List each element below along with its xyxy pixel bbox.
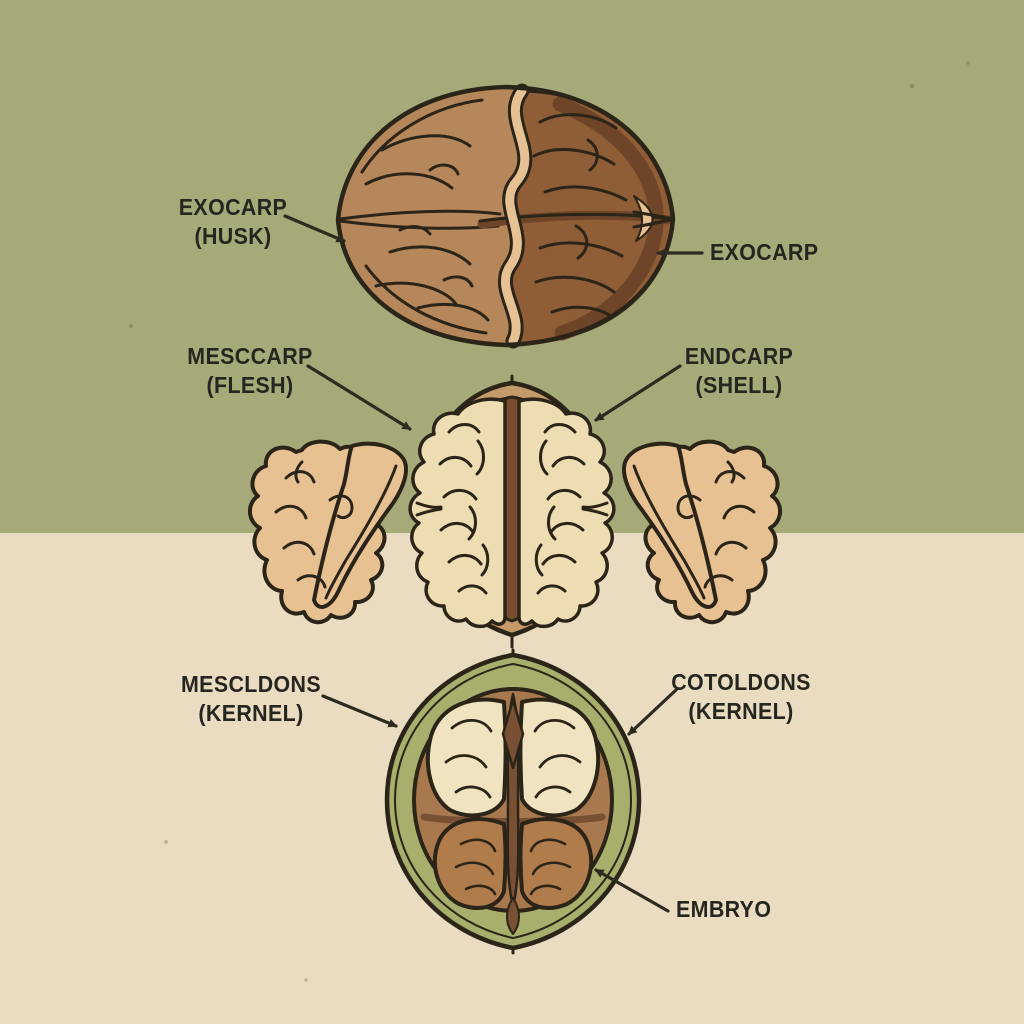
- cotyledon-bottom-left: [432, 817, 508, 910]
- label-cotyledons-left-line1: MESCLDONS: [180, 671, 322, 697]
- label-mesocarp-flesh-line2: (FLESH): [206, 372, 294, 398]
- label-exocarp-husk-line2: (HUSK): [194, 223, 272, 249]
- arrow-cotyledons-left: [321, 694, 398, 728]
- paper-specks: [129, 61, 970, 982]
- label-cotyledons-left-line2: (KERNEL): [198, 700, 304, 726]
- label-embryo: EMBRYO: [676, 895, 862, 924]
- label-exocarp-right: EXOCARP: [710, 238, 896, 267]
- half-walnut-shell-figure: [408, 374, 616, 649]
- whole-walnut-figure: [335, 83, 676, 349]
- label-mesocarp-flesh-line1: MESCCARP: [187, 343, 313, 369]
- cross-section-figure: [384, 648, 642, 955]
- cotyledon-top-right: [518, 697, 601, 818]
- arrow-embryo: [594, 868, 670, 913]
- label-embryo-line1: EMBRYO: [676, 896, 772, 922]
- cotyledon-bottom-right: [518, 817, 594, 910]
- label-cotyledons-left: MESCLDONS (KERNEL): [135, 670, 368, 728]
- cotyledon-top-left: [425, 697, 508, 818]
- label-exocarp-husk: EXOCARP (HUSK): [117, 193, 350, 251]
- arrow-endocarp: [594, 364, 682, 422]
- arrow-mesocarp: [306, 364, 412, 431]
- label-endocarp-shell-line2: (SHELL): [695, 372, 783, 398]
- label-arrows: [283, 214, 704, 913]
- label-cotyledons-right: COTOLDONS (KERNEL): [625, 668, 858, 726]
- embryo-tip: [506, 897, 520, 935]
- husk-inner-line: [394, 663, 632, 939]
- walnut-outline: [335, 84, 676, 348]
- label-cotyledons-right-line2: (KERNEL): [688, 698, 794, 724]
- walnut-kernel-right-figure: [621, 439, 783, 625]
- interior-kernel-texture: [532, 113, 675, 319]
- cut-ridge: [500, 86, 530, 346]
- tip-shell-edge: [633, 195, 654, 242]
- arrow-cotyledons-right: [627, 688, 678, 736]
- shell-texture: [338, 98, 502, 335]
- septum-diamond: [501, 698, 525, 770]
- label-cotyledons-right-line1: COTOLDONS: [671, 669, 811, 695]
- label-exocarp-husk-line1: EXOCARP: [178, 194, 288, 220]
- label-endocarp-shell-line1: ENDCARP: [684, 343, 794, 369]
- walnut-kernel-left-figure: [247, 439, 409, 625]
- label-mesocarp-flesh: MESCCARP (FLESH): [134, 342, 367, 400]
- label-endocarp-shell: ENDCARP (SHELL): [623, 342, 856, 400]
- arrow-exocarp-husk: [283, 214, 346, 243]
- rim-notches: [415, 501, 609, 517]
- label-exocarp-right-line1: EXOCARP: [710, 239, 819, 265]
